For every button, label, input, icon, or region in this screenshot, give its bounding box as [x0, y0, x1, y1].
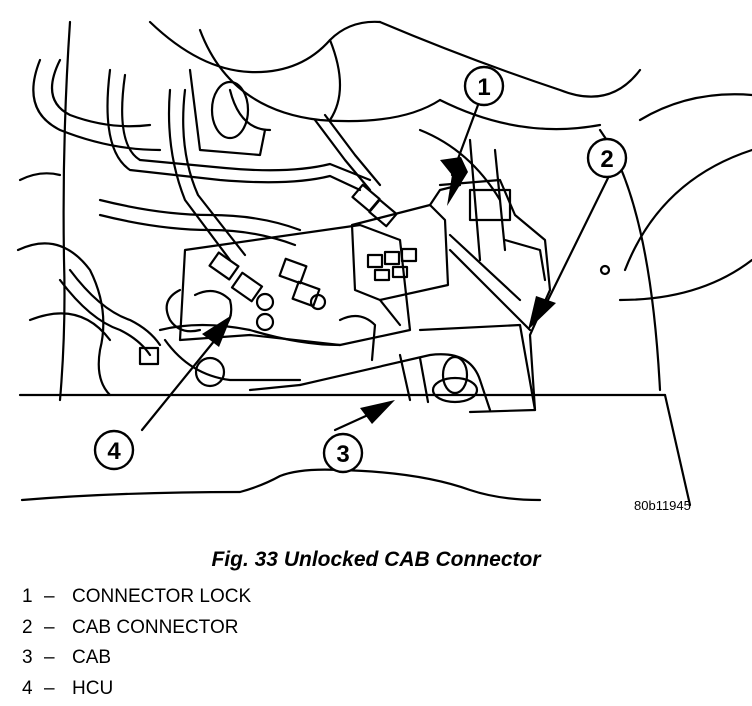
fittings: [138, 183, 398, 366]
legend-separator: –: [44, 677, 55, 699]
figure-caption: Fig. 33 Unlocked CAB Connector: [211, 548, 541, 571]
arrow-head-1: [440, 157, 468, 206]
illustration: 1 2 3 4: [16, 20, 752, 507]
callout-4: 4: [93, 429, 135, 471]
arrow-head-2: [528, 296, 556, 330]
callout-3-label: 3: [336, 441, 349, 468]
callout-2-label: 2: [600, 146, 613, 173]
callout-2: 2: [586, 137, 628, 179]
upper-components: [148, 20, 642, 262]
figure-reference-id: 80b11945: [634, 498, 691, 513]
callout-1-label: 1: [477, 74, 490, 101]
callout-4-label: 4: [107, 438, 121, 465]
callout-3: 3: [322, 432, 364, 474]
legend-number: 4: [22, 677, 33, 699]
brake-lines: [32, 58, 382, 357]
legend-separator: –: [44, 616, 55, 638]
legend-text: CAB CONNECTOR: [72, 616, 239, 638]
legend-number: 3: [22, 647, 33, 668]
legend-item: 3–CAB: [22, 643, 251, 674]
legend-separator: –: [44, 647, 55, 668]
legend-number: 2: [22, 616, 33, 638]
arrow-head-4: [202, 315, 232, 347]
callout-1: 1: [463, 65, 505, 107]
cab-module: [248, 178, 611, 414]
legend-item: 1–CONNECTOR LOCK: [22, 582, 251, 613]
legend-number: 1: [22, 586, 33, 607]
legend-text: CAB: [72, 647, 112, 668]
legend-item: 4–HCU: [22, 674, 251, 705]
legend-text: HCU: [72, 677, 114, 699]
legend-list: 1–CONNECTOR LOCK 2–CAB CONNECTOR 3–CAB 4…: [22, 582, 251, 704]
legend-separator: –: [44, 586, 55, 607]
cab-connector: [350, 183, 462, 327]
legend-text: CONNECTOR LOCK: [72, 586, 252, 607]
arrow-head-3: [360, 400, 395, 424]
line-drawing: 1 2 3 4: [16, 20, 752, 507]
legend-item: 2–CAB CONNECTOR: [22, 613, 251, 644]
